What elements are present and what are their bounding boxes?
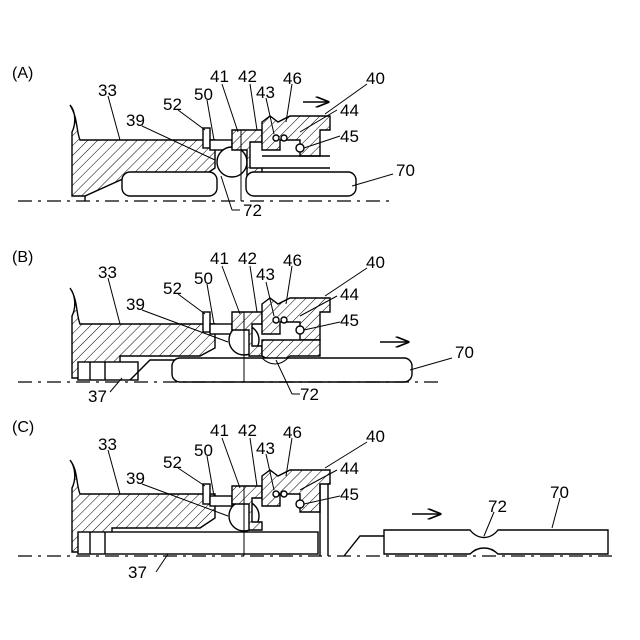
shaft-70-right [246,172,356,196]
label-40: 40 [366,69,385,88]
panel-a: (A) [12,65,415,220]
label-52: 52 [163,453,182,472]
small-ball-43b [281,135,287,141]
label-41: 41 [210,67,229,86]
panel-b: (B) [12,249,474,406]
shaft-70 [172,358,412,382]
label-46: 46 [283,251,302,270]
ball-45 [296,500,304,508]
small-ball-43b [281,317,287,323]
shaft-70-left [122,172,217,196]
label-37: 37 [128,563,147,582]
label-44: 44 [340,285,359,304]
ball-39 [217,147,247,177]
part-52 [203,484,210,504]
label-43: 43 [256,83,275,102]
shaft-70 [384,530,608,554]
label-42: 42 [238,249,257,268]
label-40: 40 [366,253,385,272]
label-39: 39 [126,111,145,130]
small-ball-43a [273,491,279,497]
label-40: 40 [366,427,385,446]
part-37 [78,362,138,380]
part-50 [210,324,232,334]
small-ball-43a [273,317,279,323]
label-70: 70 [396,161,415,180]
label-52: 52 [163,95,182,114]
label-33: 33 [98,435,117,454]
label-70: 70 [550,483,569,502]
label-43: 43 [256,265,275,284]
label-72: 72 [300,385,319,404]
label-33: 33 [98,263,117,282]
label-43: 43 [256,439,275,458]
part-52 [203,312,210,332]
part-52 [203,128,210,148]
label-39: 39 [126,295,145,314]
panel-c-title: (C) [12,419,34,436]
label-50: 50 [194,269,213,288]
label-39: 39 [126,469,145,488]
panel-c: (C) [12,419,612,582]
part-50 [210,496,232,506]
label-41: 41 [210,249,229,268]
panel-a-title: (A) [12,65,33,82]
sleeve-40 [262,298,330,340]
label-44: 44 [340,459,359,478]
label-72: 72 [488,497,507,516]
label-46: 46 [283,69,302,88]
label-52: 52 [163,279,182,298]
label-41: 41 [210,421,229,440]
label-45: 45 [340,311,359,330]
label-72: 72 [243,201,262,220]
label-45: 45 [340,127,359,146]
label-46: 46 [283,423,302,442]
label-37: 37 [88,387,107,406]
label-50: 50 [194,85,213,104]
small-ball-43a [273,135,279,141]
label-33: 33 [98,81,117,100]
part-37 [78,532,318,554]
label-70: 70 [455,343,474,362]
label-45: 45 [340,485,359,504]
label-50: 50 [194,441,213,460]
panel-b-title: (B) [12,249,33,266]
ball-45 [296,144,304,152]
label-42: 42 [238,67,257,86]
label-44: 44 [340,101,359,120]
ball-45 [296,326,304,334]
small-ball-43b [281,491,287,497]
label-42: 42 [238,421,257,440]
